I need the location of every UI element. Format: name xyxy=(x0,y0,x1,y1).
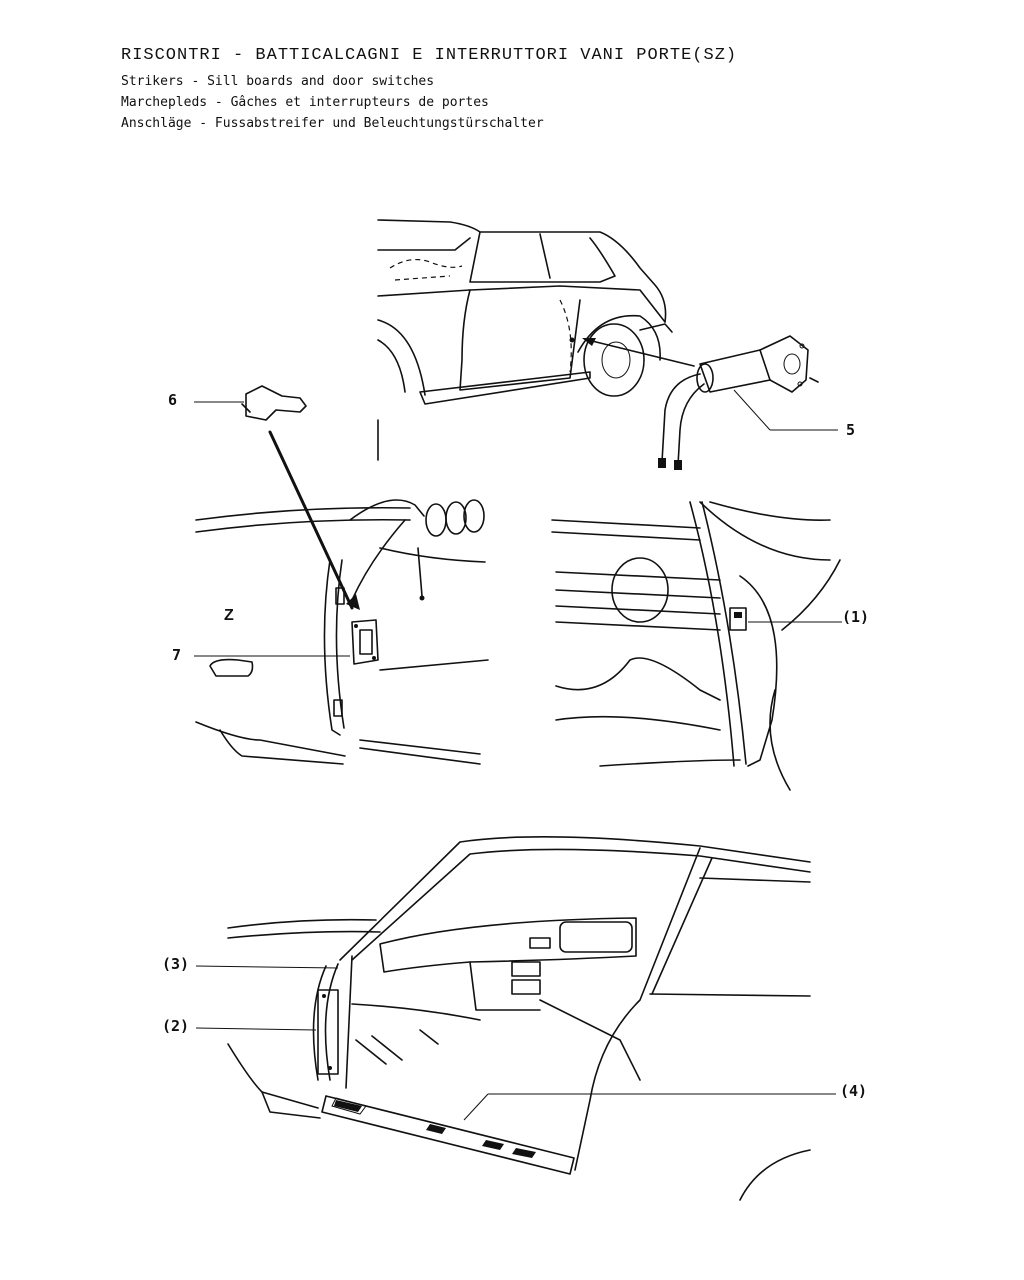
subtitle-french: Marchepleds - Gâches et interrupteurs de… xyxy=(121,95,489,110)
door-jamb-right-illustration xyxy=(551,501,842,791)
callout-3: (3) xyxy=(162,955,190,973)
car-side-illustration xyxy=(377,219,673,461)
z-badge: Z xyxy=(224,607,234,624)
subtitle-english: Strikers - Sill boards and door switches xyxy=(121,74,435,89)
door-switch-part-5 xyxy=(658,335,838,470)
callout-2: (2) xyxy=(162,1017,190,1035)
subtitle-german: Anschläge - Fussabstreifer und Beleuchtu… xyxy=(121,116,544,131)
callout-6: 6 xyxy=(168,391,178,409)
callout-1: (1) xyxy=(842,608,870,626)
switch-arrow xyxy=(582,338,695,367)
callout-4: (4) xyxy=(840,1082,868,1100)
door-jamb-left-illustration xyxy=(194,499,489,765)
interior-sill-illustration xyxy=(195,836,836,1201)
callout-7: 7 xyxy=(172,646,182,664)
striker-part-6 xyxy=(194,385,360,610)
page-header: RISCONTRI - BATTICALCAGNI E INTERRUTTORI… xyxy=(121,46,737,134)
callout-5: 5 xyxy=(846,421,856,439)
page-title: RISCONTRI - BATTICALCAGNI E INTERRUTTORI… xyxy=(121,46,738,65)
